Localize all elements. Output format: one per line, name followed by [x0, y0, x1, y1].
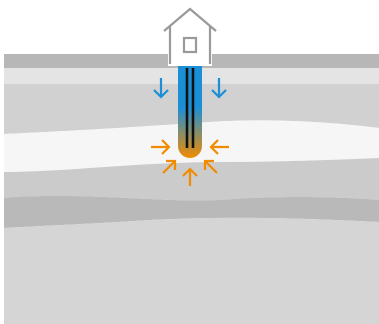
house-icon	[163, 7, 217, 66]
arrow-inward-icon-bottom	[182, 167, 198, 186]
arrow-down-icon-left	[153, 78, 169, 99]
arrow-inward-icon-lower-right	[203, 159, 218, 174]
probe-body	[178, 66, 202, 158]
arrow-inward-icon-left	[151, 139, 171, 155]
borehole-probe	[178, 66, 202, 158]
soil-layer-middle	[4, 158, 379, 201]
arrow-down-icon-right	[211, 78, 227, 99]
soil-layer-dark	[4, 196, 379, 228]
arrow-inward-icon-lower-left	[162, 159, 177, 174]
arrow-inward-icon-right	[209, 139, 229, 155]
soil-layer-bedrock	[4, 217, 379, 324]
ground-layers	[4, 54, 379, 324]
